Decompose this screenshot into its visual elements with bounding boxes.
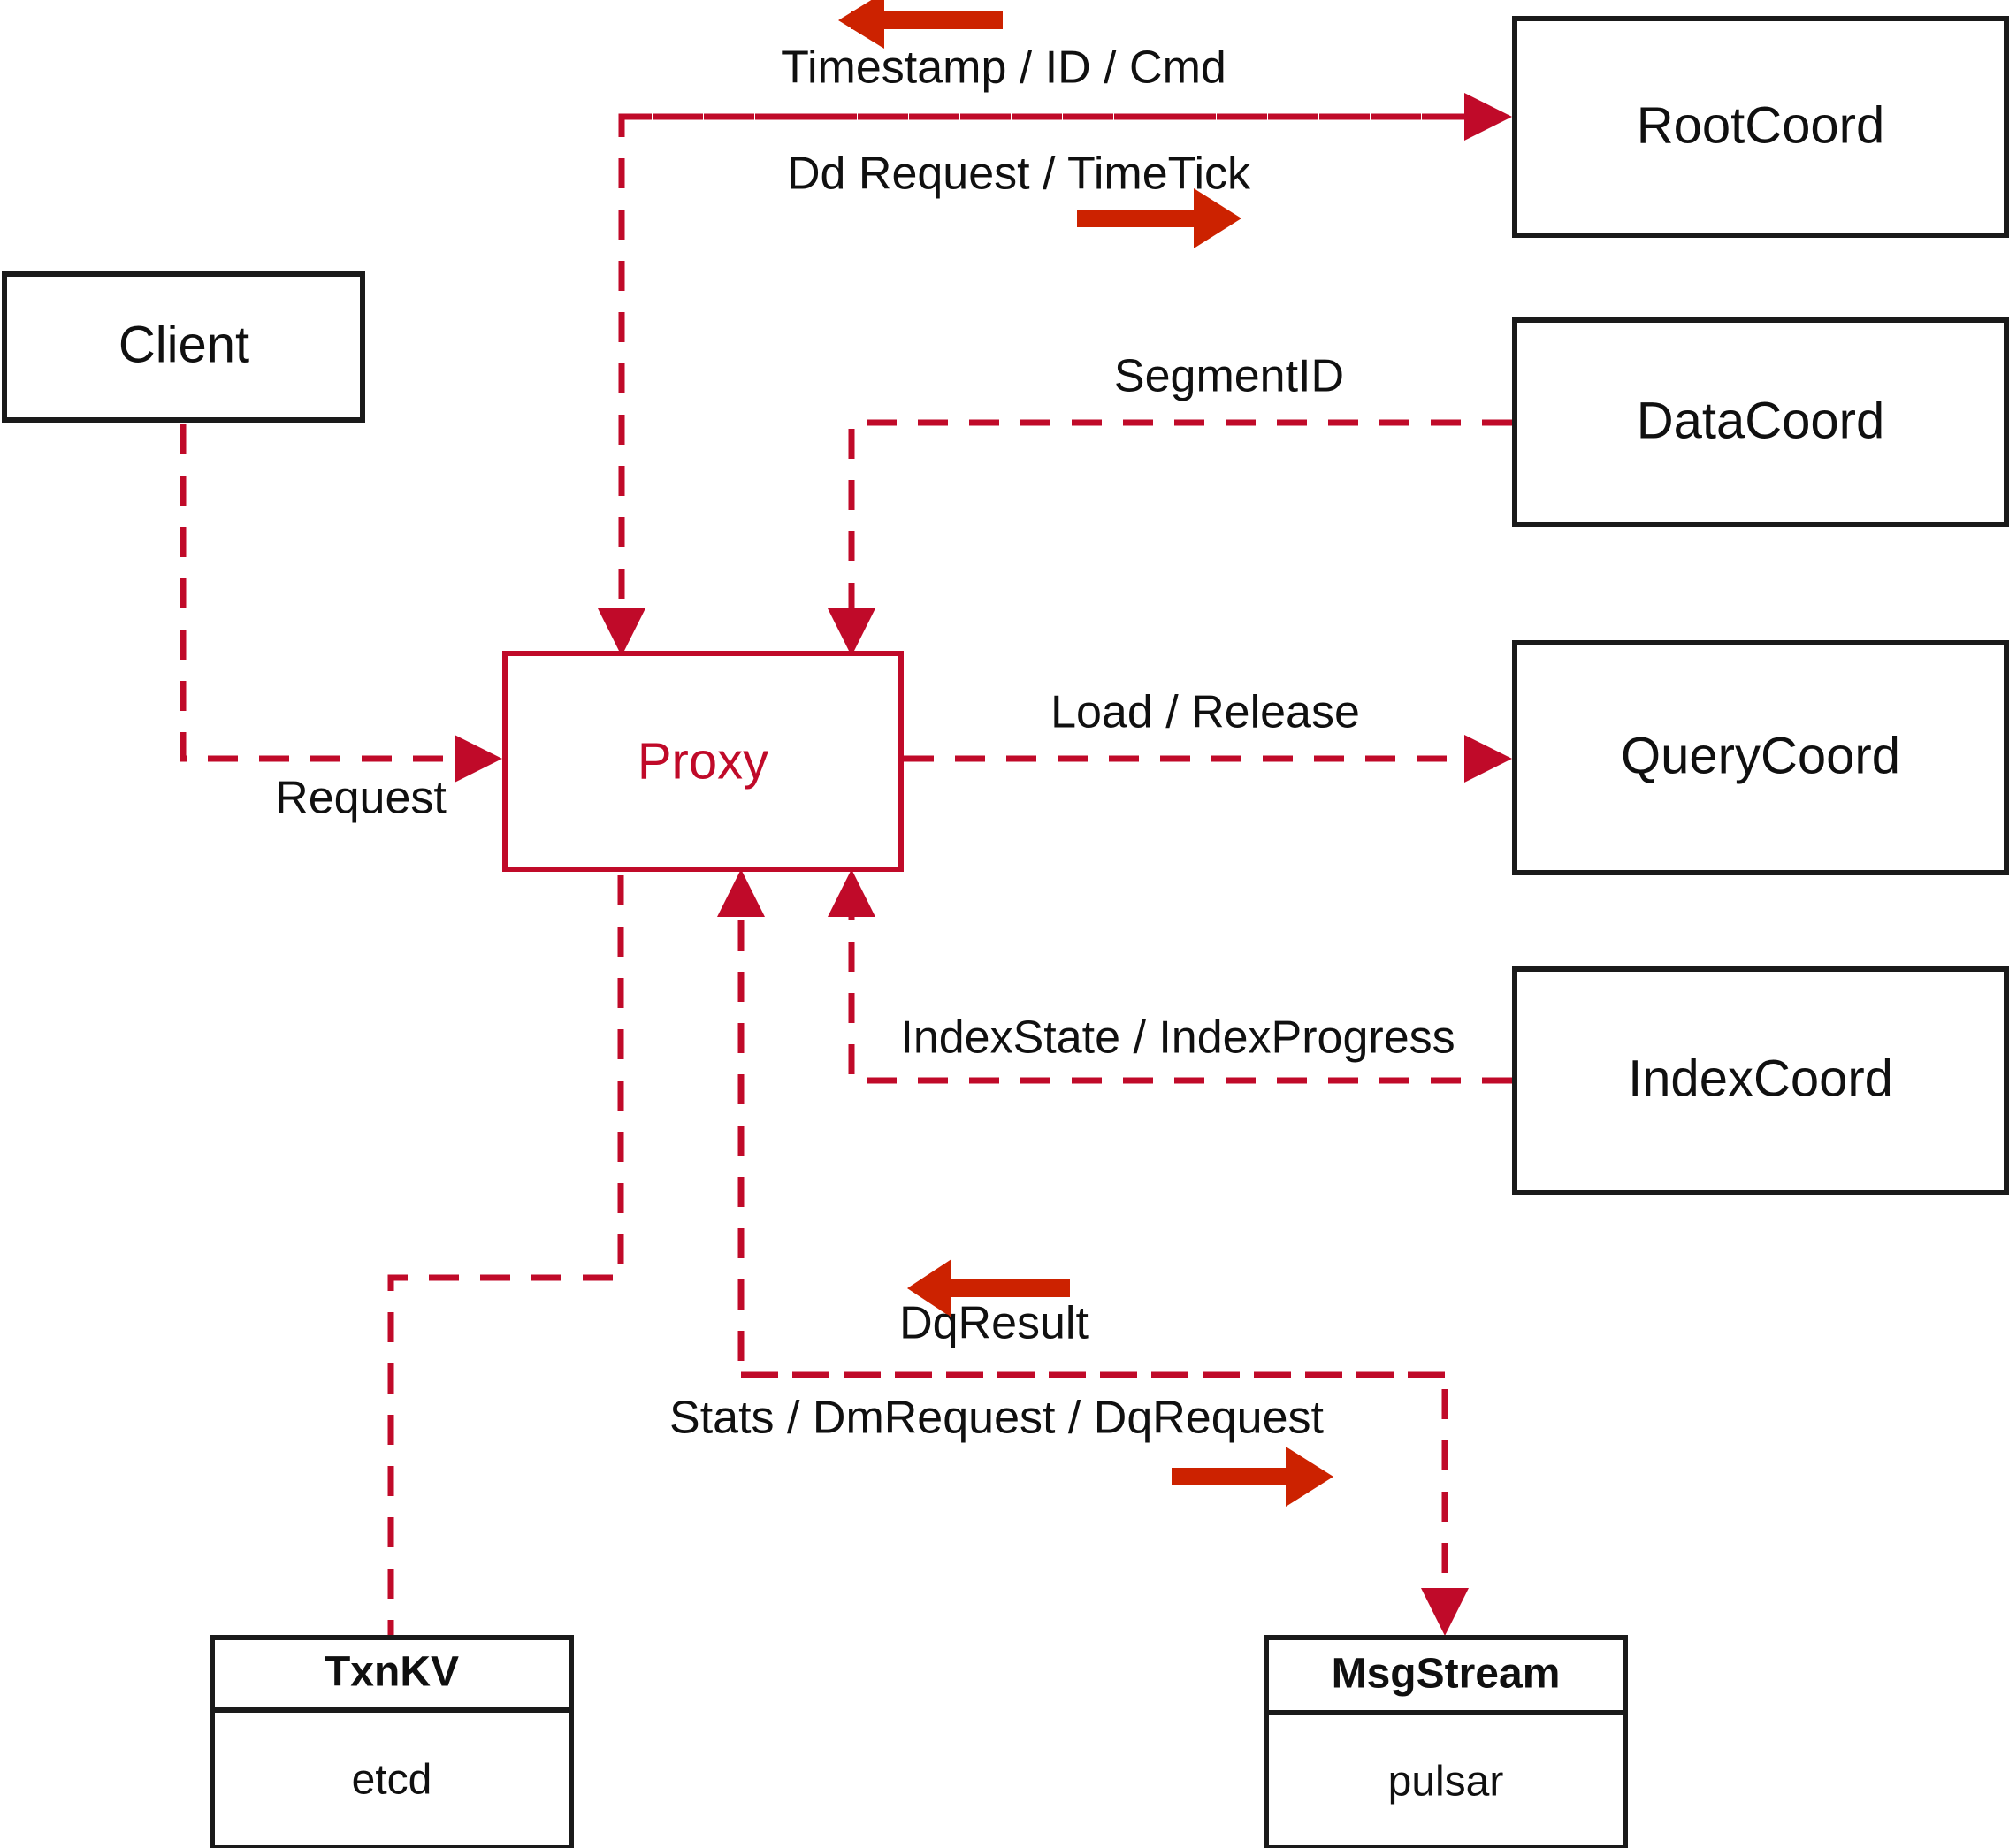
node-proxy[interactable]: Proxy	[502, 651, 904, 872]
node-proxy-label: Proxy	[638, 732, 768, 790]
edge-proxy-to-rootcoord	[622, 93, 1512, 141]
edge-label-dqresult: DqResult	[899, 1298, 1089, 1349]
node-indexcoord-label: IndexCoord	[1628, 1050, 1893, 1107]
node-indexcoord[interactable]: IndexCoord	[1512, 966, 2009, 1195]
arrow-left-icon-rootcoord-in	[838, 0, 1003, 49]
edge-proxy-to-msgstream	[741, 1371, 1469, 1636]
edge-proxy-to-querycoord	[904, 735, 1512, 783]
node-txnkv-impl: etcd	[352, 1757, 432, 1804]
edge-client-to-proxy	[180, 424, 502, 783]
node-client[interactable]: Client	[2, 271, 365, 423]
node-client-label: Client	[118, 316, 249, 373]
node-querycoord[interactable]: QueryCoord	[1512, 640, 2009, 875]
arrow-right-icon-rootcoord-out	[1077, 188, 1241, 248]
node-rootcoord[interactable]: RootCoord	[1512, 16, 2009, 238]
edge-label-timestamp-id-cmd: Timestamp / ID / Cmd	[781, 42, 1226, 94]
edge-label-dd-request-timetick: Dd Request / TimeTick	[787, 149, 1251, 200]
node-msgstream[interactable]: MsgStream pulsar	[1264, 1635, 1628, 1848]
edge-label-segmentid: SegmentID	[1114, 351, 1344, 402]
arrow-right-icon-dmrequest	[1172, 1447, 1333, 1507]
edge-label-indexstate-indexprogress: IndexState / IndexProgress	[900, 1012, 1455, 1064]
node-txnkv[interactable]: TxnKV etcd	[210, 1635, 574, 1848]
edge-indexcoord-to-proxy	[828, 869, 1512, 1084]
node-datacoord-label: DataCoord	[1637, 392, 1884, 449]
edge-proxy-to-txnkv	[387, 875, 624, 1636]
edge-label-stats-dmrequest-dqrequest: Stats / DmRequest / DqRequest	[669, 1393, 1324, 1444]
node-txnkv-title: TxnKV	[325, 1649, 459, 1696]
arrow-left-icon-dqresult	[907, 1259, 1070, 1317]
node-msgstream-title: MsgStream	[1332, 1651, 1561, 1698]
edge-label-request: Request	[275, 773, 447, 824]
node-rootcoord-label: RootCoord	[1637, 96, 1884, 154]
node-querycoord-label: QueryCoord	[1621, 727, 1900, 784]
node-msgstream-impl: pulsar	[1388, 1759, 1504, 1806]
edge-datacoord-to-proxy	[828, 419, 1512, 656]
edge-label-load-release: Load / Release	[1050, 687, 1360, 738]
node-datacoord[interactable]: DataCoord	[1512, 317, 2009, 527]
